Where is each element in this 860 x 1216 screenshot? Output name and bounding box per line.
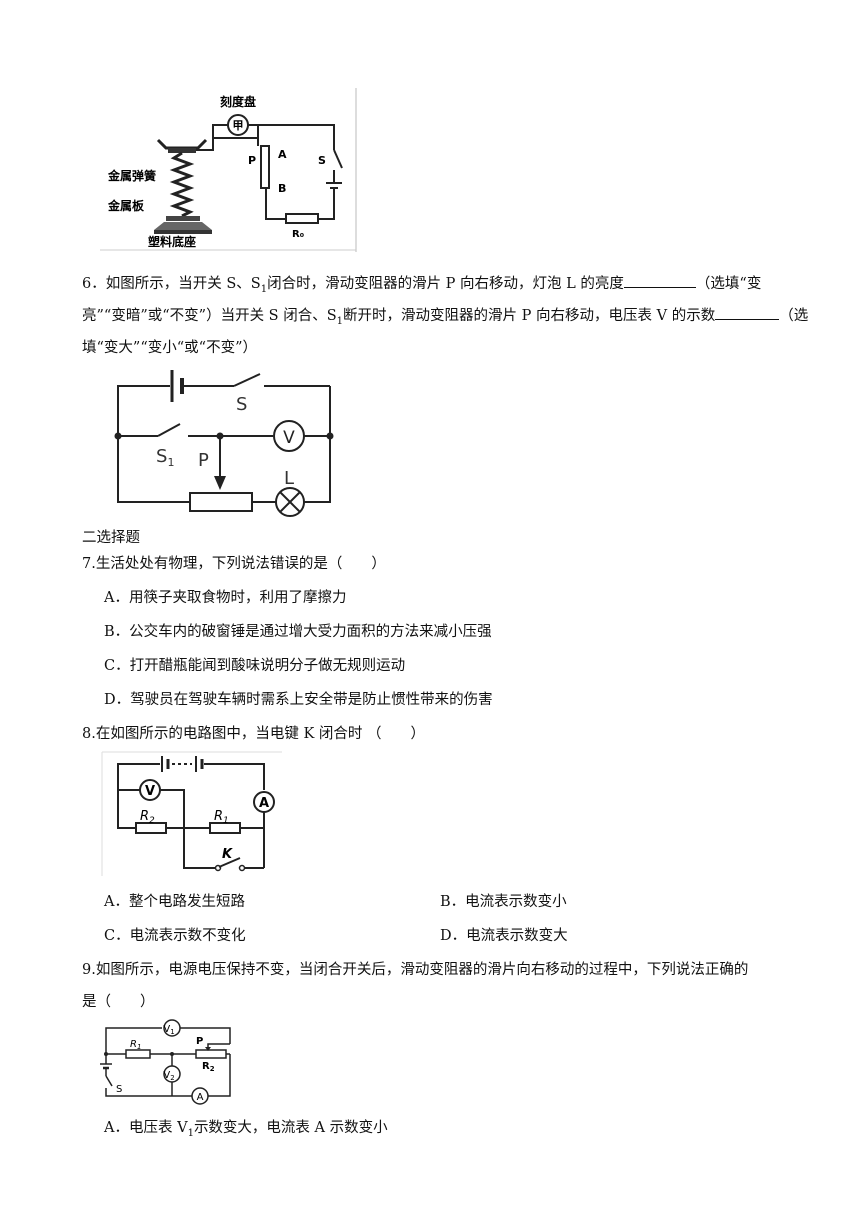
q8-option-d[interactable]: D．电流表示数变大 xyxy=(440,928,568,944)
q8-option-b[interactable]: B．电流表示数变小 xyxy=(440,894,567,910)
plate-label: 金属板 xyxy=(107,198,145,213)
slider-p-label: P xyxy=(198,450,209,471)
spring-label: 金属弹簧 xyxy=(107,168,156,183)
q7-option-d[interactable]: D．驾驶员在驾驶车辆时需系上安全带是防止惯性带来的伤害 xyxy=(104,692,493,708)
figure-q9-circuit: V1 R1 P R2 V2 S A xyxy=(100,1019,231,1105)
figure-q8-circuit: V A R2 R1 K xyxy=(101,751,282,876)
r1-label: R1 xyxy=(214,809,229,826)
r1-label: R1 xyxy=(130,1039,141,1051)
ammeter-a-label: A xyxy=(197,1092,204,1103)
b-label: B xyxy=(278,182,286,195)
q6-line1: 6．如图所示，当开关 S、S1闭合时，滑动变阻器的滑片 P 向右移动，灯泡 L … xyxy=(82,276,762,295)
q7-option-c[interactable]: C．打开醋瓶能闻到酸味说明分子做无规则运动 xyxy=(104,658,406,674)
r0-label: R₀ xyxy=(292,229,304,240)
switch-s1-label: S1 xyxy=(156,446,174,469)
p-label: P xyxy=(248,154,256,167)
q7-option-a[interactable]: A．用筷子夹取食物时，利用了摩擦力 xyxy=(104,590,347,606)
q6-blank-2[interactable] xyxy=(715,319,780,320)
switch-s-label: S xyxy=(116,1084,122,1095)
dial-label: 刻度盘 xyxy=(220,94,256,109)
q6-line2: 亮”“变暗”或“不变”）当开关 S 闭合、S1断开时，滑动变阻器的滑片 P 向右… xyxy=(82,308,809,327)
v1-label: V1 xyxy=(163,1024,174,1036)
section-heading: 二选择题 xyxy=(82,530,140,546)
key-k-label: K xyxy=(222,847,233,862)
q7-stem: 7.生活处处有物理，下列说法错误的是（ ） xyxy=(82,556,386,572)
q9-stem-line2: 是（ ） xyxy=(82,994,155,1010)
figure-q6-circuit: S V S1 P L xyxy=(114,370,334,517)
lamp-l-label: L xyxy=(284,468,294,489)
q8-option-c[interactable]: C．电流表示数不变化 xyxy=(104,928,246,944)
q6-blank-1[interactable] xyxy=(623,287,696,288)
voltmeter-v-label: V xyxy=(283,428,295,448)
base-label: 塑料底座 xyxy=(148,234,196,249)
ammeter-a-label: A xyxy=(259,796,269,811)
p-label: P xyxy=(196,1036,203,1047)
a-label: A xyxy=(278,148,287,161)
r2-label: R2 xyxy=(140,809,155,826)
meter-label: 甲 xyxy=(233,119,244,132)
r2-label: R2 xyxy=(202,1061,215,1073)
s-label: S xyxy=(318,154,326,167)
switch-s-label: S xyxy=(236,394,247,415)
q6-line3: 填“变大”“变小“或“不变”） xyxy=(82,340,257,356)
q9-stem-line1: 9.如图所示，电源电压保持不变，当闭合开关后，滑动变阻器的滑片向右移动的过程中，… xyxy=(82,962,749,978)
q7-option-b[interactable]: B．公交车内的破窗锤是通过增大受力面积的方法来减小压强 xyxy=(104,624,492,640)
q8-option-a[interactable]: A．整个电路发生短路 xyxy=(104,894,245,910)
voltmeter-v-label: V xyxy=(145,784,155,799)
q9-option-a[interactable]: A．电压表 V1示数变大，电流表 A 示数变小 xyxy=(104,1120,388,1139)
q8-stem: 8.在如图所示的电路图中，当电键 K 闭合时 （ ） xyxy=(82,726,425,742)
v2-label: V2 xyxy=(163,1070,174,1082)
figure-spring-scale-circuit: 甲 刻度盘 P A B S R₀ 金属弹簧 金属板 塑料底座 xyxy=(100,88,357,252)
